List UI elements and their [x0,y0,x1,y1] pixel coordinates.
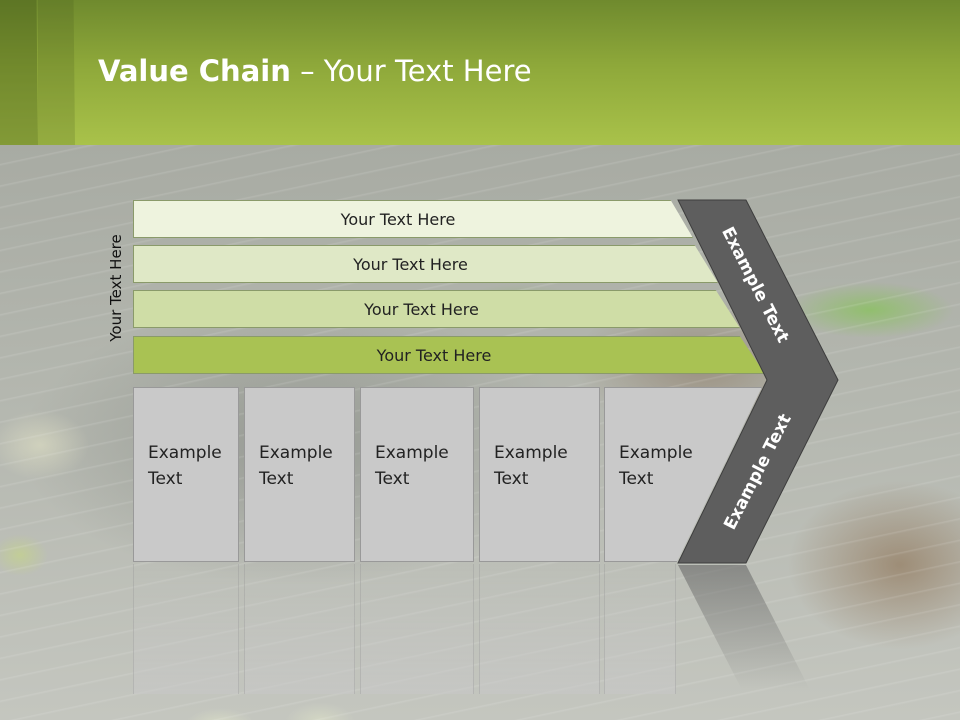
activity-box-3[interactable]: Example Text [360,387,474,562]
header-accent-stripe [38,0,75,145]
activity-box-4[interactable]: Example Text [479,387,600,562]
box-label-line1: Example [375,443,449,463]
support-bar-2[interactable]: Your Text Here [133,245,718,283]
box-label-line2: Text [148,469,183,489]
slide-title[interactable]: Value Chain – Your Text Here [98,54,532,88]
header-accent-stripe [0,0,38,145]
box-label-line2: Text [494,469,529,489]
box-label-line1: Example [148,443,222,463]
header-banner: Value Chain – Your Text Here [0,0,960,145]
activity-box-2[interactable]: Example Text [244,387,355,562]
activity-box-1[interactable]: Example Text [133,387,239,562]
support-bar-1[interactable]: Your Text Here [133,200,693,238]
box-label-line2: Text [375,469,410,489]
box-label-line1: Example [619,443,693,463]
support-bar-4[interactable]: Your Text Here [133,336,765,374]
title-rest: – Your Text Here [290,54,532,88]
support-bar-3[interactable]: Your Text Here [133,290,740,328]
box-label-line2: Text [259,469,294,489]
box-label-line2: Text [619,469,654,489]
box-label-line1: Example [259,443,333,463]
box-label-line1: Example [494,443,568,463]
title-bold: Value Chain [98,54,291,88]
chevron-shape [677,199,839,564]
chevron-reflection [678,565,810,690]
